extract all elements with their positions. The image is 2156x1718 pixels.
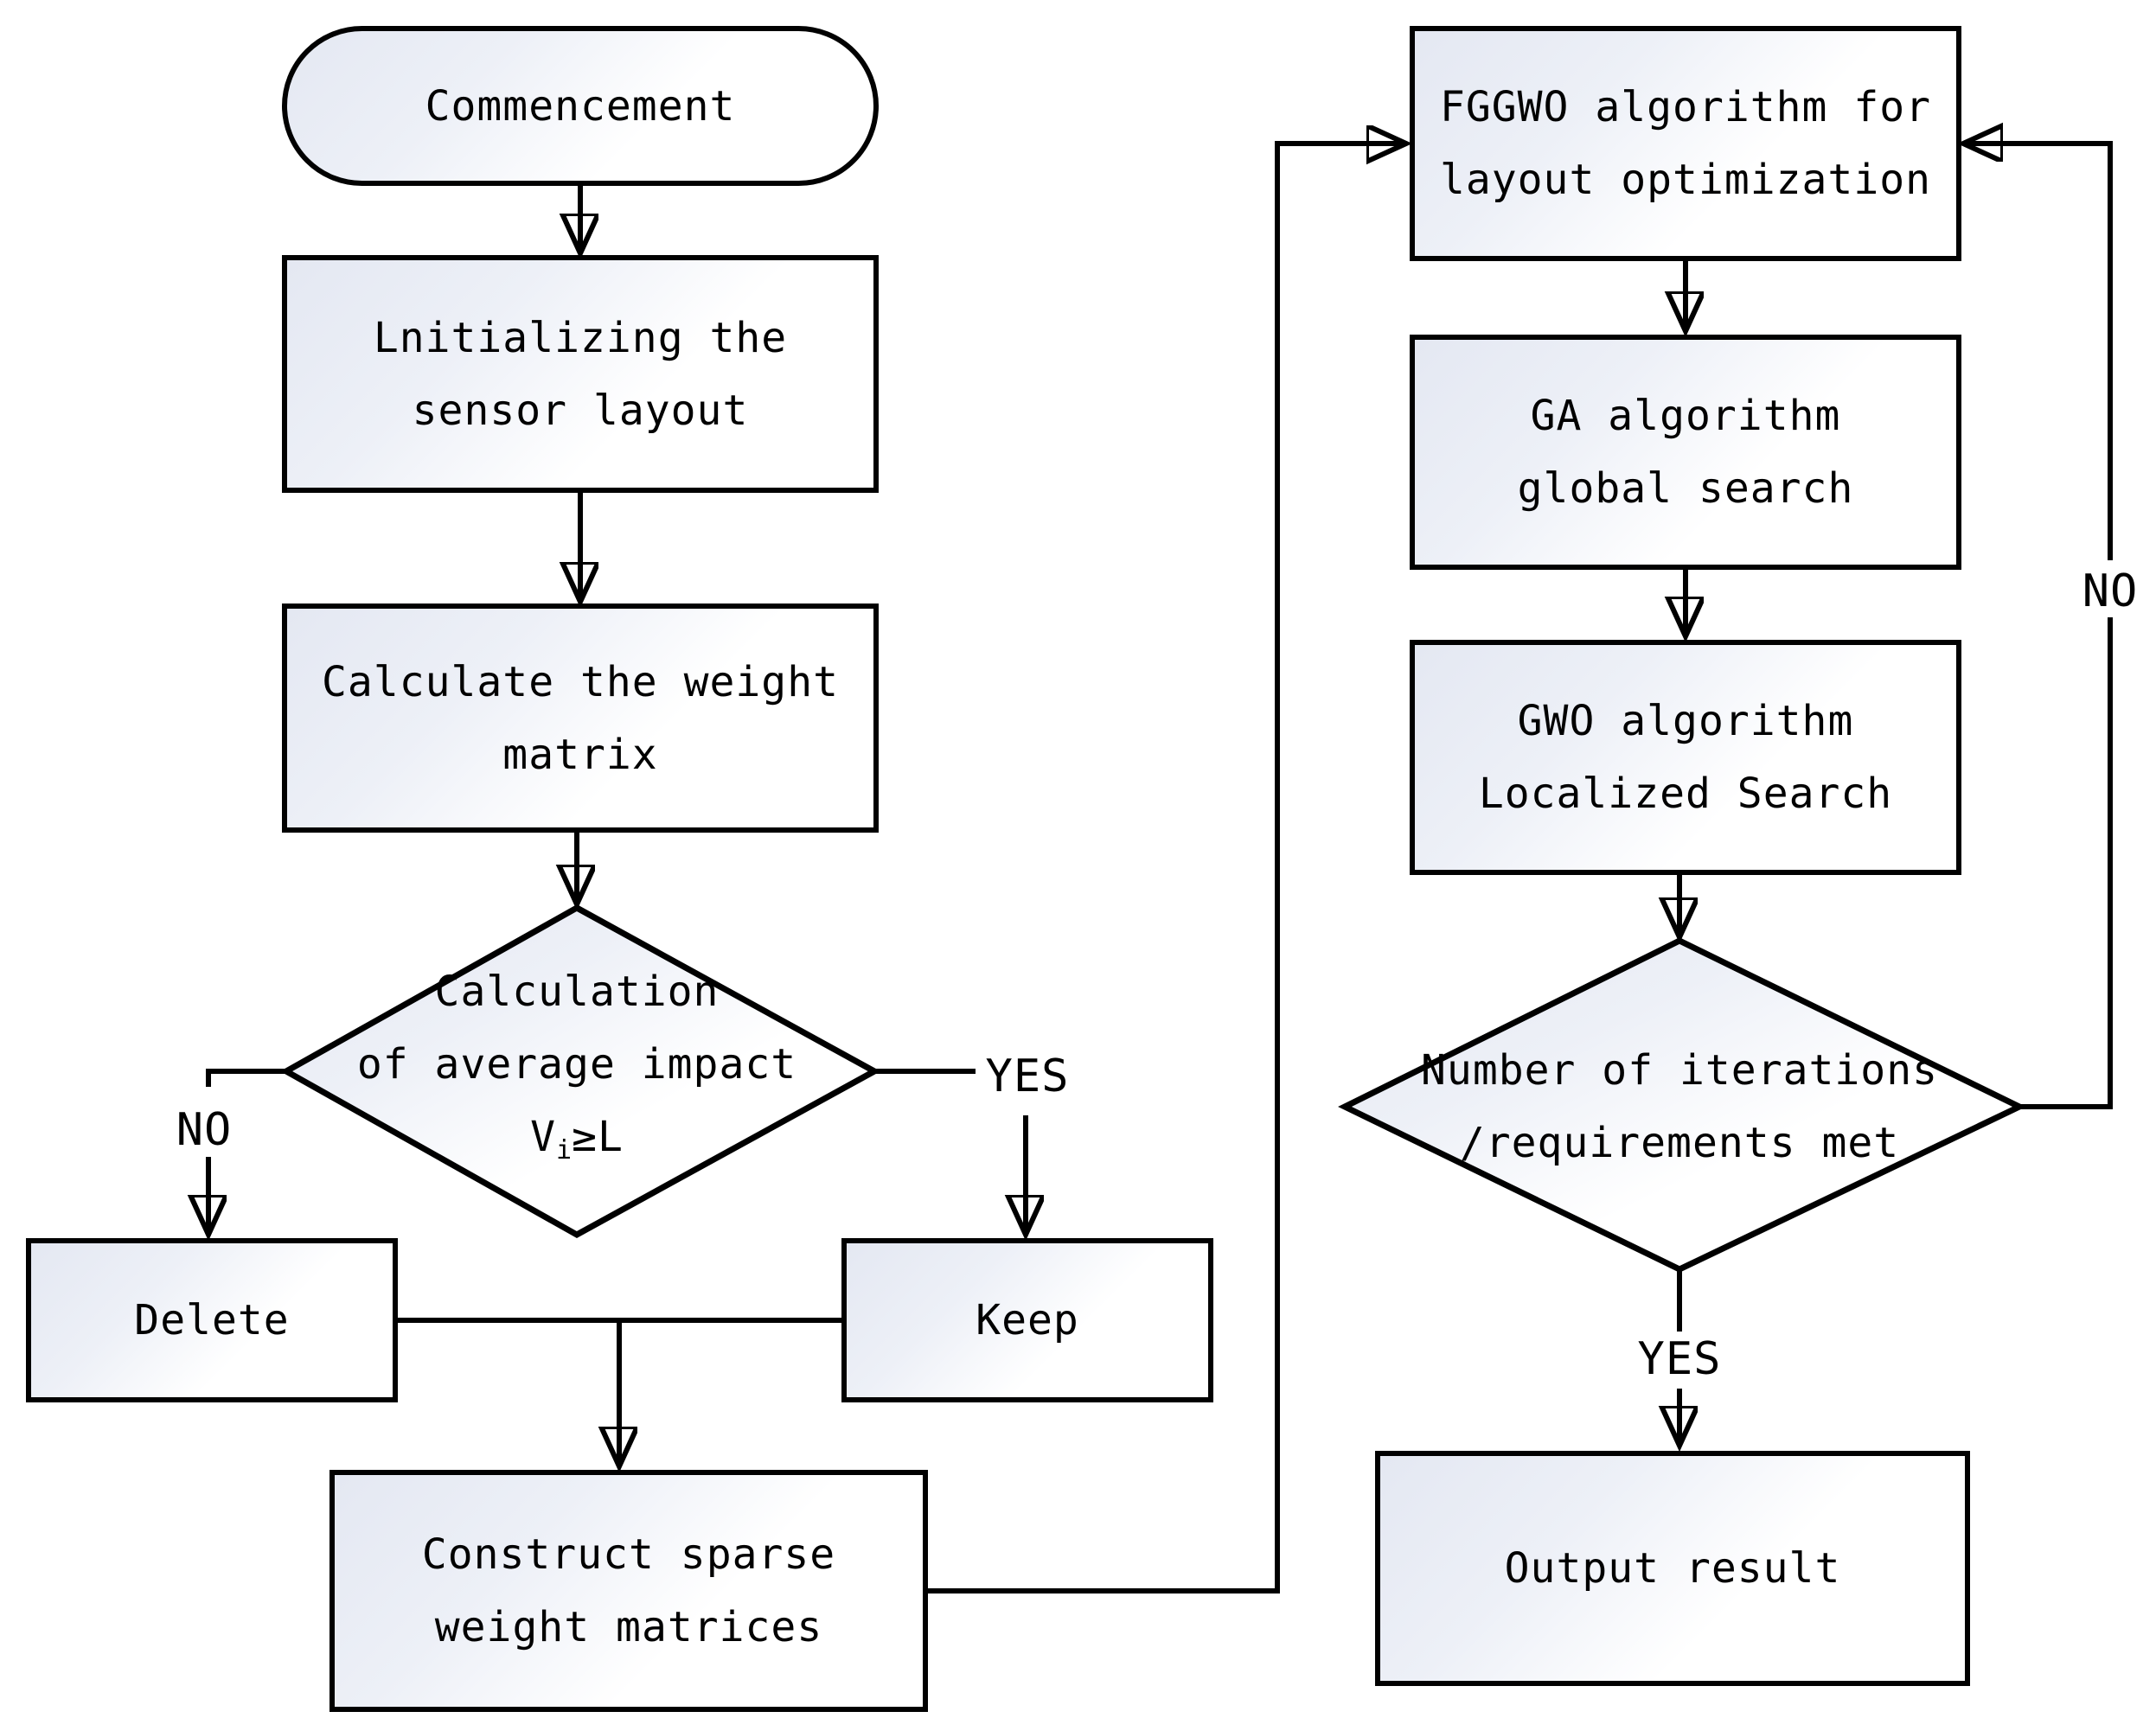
- node-label-line: sensor layout: [412, 386, 749, 435]
- node-label-line: /requirements met: [1459, 1119, 1900, 1167]
- node-label-line: Number of iterations: [1421, 1046, 1938, 1095]
- flow-connector-construct-to-fggwo: [928, 144, 1404, 1593]
- node-construct-sparse-matrices: Construct sparse weight matrices: [329, 1470, 928, 1712]
- formula-base: V: [530, 1113, 557, 1161]
- edge-label-no-left: NO: [176, 1104, 233, 1156]
- node-gwo-localized-search: GWO algorithm Localized Search: [1410, 640, 1961, 875]
- decision-diamond-impact: [279, 904, 881, 1239]
- node-initializing-sensor-layout: Lnitializing the sensor layout: [282, 255, 879, 493]
- formula-subscript: i: [556, 1135, 573, 1166]
- node-label-line: Construct sparse: [421, 1530, 836, 1579]
- node-label: Delete: [134, 1296, 290, 1344]
- node-ga-global-search: GA algorithm global search: [1410, 335, 1961, 570]
- decision-iterations-text: Number of iterations /requirements met: [1342, 1034, 2017, 1179]
- edge-label-no-right: NO: [2082, 565, 2139, 617]
- formula-comparison: ≥L: [572, 1113, 624, 1161]
- node-label: Output result: [1504, 1544, 1841, 1593]
- node-label-line: matrix: [502, 730, 658, 779]
- node-keep: Keep: [841, 1238, 1213, 1402]
- node-commencement: Commencement: [282, 26, 879, 186]
- node-label: Keep: [976, 1296, 1079, 1344]
- flow-connector-impact-no-stub: [206, 1069, 286, 1087]
- edge-label-yes-left: YES: [985, 1051, 1070, 1102]
- node-label-line: global search: [1517, 464, 1854, 513]
- node-calculate-weight-matrix: Calculate the weight matrix: [282, 604, 879, 833]
- node-label-line: FGGWO algorithm for: [1439, 83, 1932, 131]
- node-label-formula: Vi≥L: [530, 1101, 624, 1187]
- node-label-line: GA algorithm: [1530, 392, 1841, 440]
- edge-label-yes-right: YES: [1637, 1333, 1722, 1385]
- flow-connector-no-loop-to-fggwo: [1965, 144, 2113, 560]
- flow-connector-iterations-no-stub: [2019, 617, 2113, 1109]
- node-label-line: Calculate the weight: [322, 657, 839, 706]
- node-label: Commencement: [425, 81, 736, 131]
- node-output-result: Output result: [1375, 1451, 1970, 1686]
- node-label-line: weight matrices: [434, 1603, 823, 1651]
- node-delete: Delete: [26, 1238, 398, 1402]
- node-fggwo-layout-optimization: FGGWO algorithm for layout optimization: [1410, 26, 1961, 261]
- node-label-line: of average impact: [356, 1040, 797, 1089]
- node-label-line: Localized Search: [1478, 770, 1893, 818]
- node-label-line: Lnitializing the: [373, 313, 788, 362]
- node-label-line: Calculation: [434, 968, 720, 1016]
- decision-impact-text: Calculation of average impact Vi≥L: [283, 962, 871, 1180]
- node-label-line: GWO algorithm: [1517, 697, 1854, 745]
- node-label-line: layout optimization: [1439, 156, 1932, 204]
